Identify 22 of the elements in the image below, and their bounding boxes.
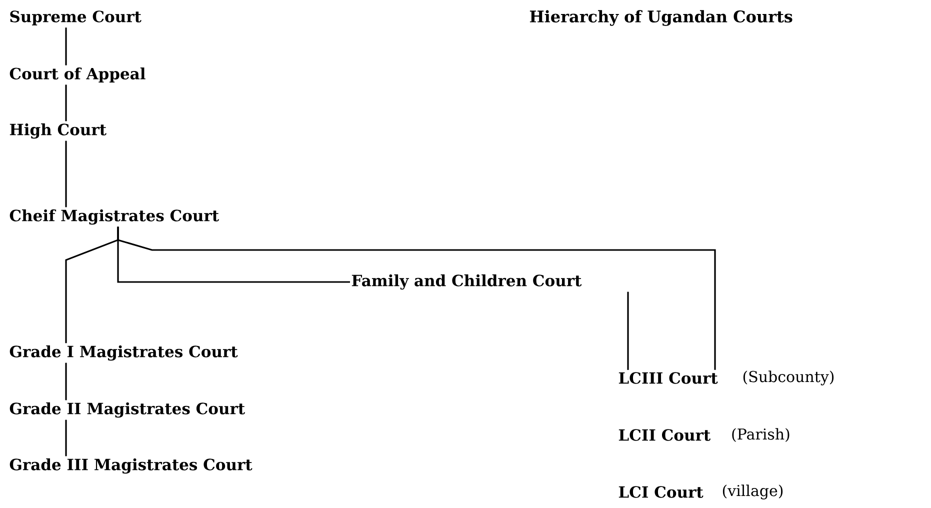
jurisdiction-note: (village) xyxy=(722,484,783,500)
connector-line xyxy=(117,226,716,370)
court-label: High Court xyxy=(10,123,106,139)
connector-line xyxy=(65,28,67,66)
court-label: Court of Appeal xyxy=(10,68,146,82)
court-label: Grade I Magistrates Court xyxy=(10,345,238,361)
jurisdiction-note: (Subcounty) xyxy=(743,370,834,386)
jurisdiction-note: (Parish) xyxy=(732,428,790,442)
connector-line xyxy=(65,140,67,208)
connector-line xyxy=(65,362,67,400)
court-label: Grade II Magistrates Court xyxy=(10,402,246,418)
connector-line xyxy=(627,292,629,370)
court-label: LCII Court xyxy=(618,429,711,441)
connector-line xyxy=(65,420,67,456)
court-label: LCIII Court xyxy=(618,372,718,384)
connector-line xyxy=(65,84,67,122)
title: Hierarchy of Ugandan Courts xyxy=(530,10,792,26)
court-label: Cheif Magistrates Court xyxy=(10,209,219,225)
court-label: LCI Court xyxy=(618,486,704,498)
court-label: Supreme Court xyxy=(10,10,142,26)
court-label: Grade III Magistrates Court xyxy=(10,458,252,474)
court-label: Family and Children Court xyxy=(352,274,582,290)
